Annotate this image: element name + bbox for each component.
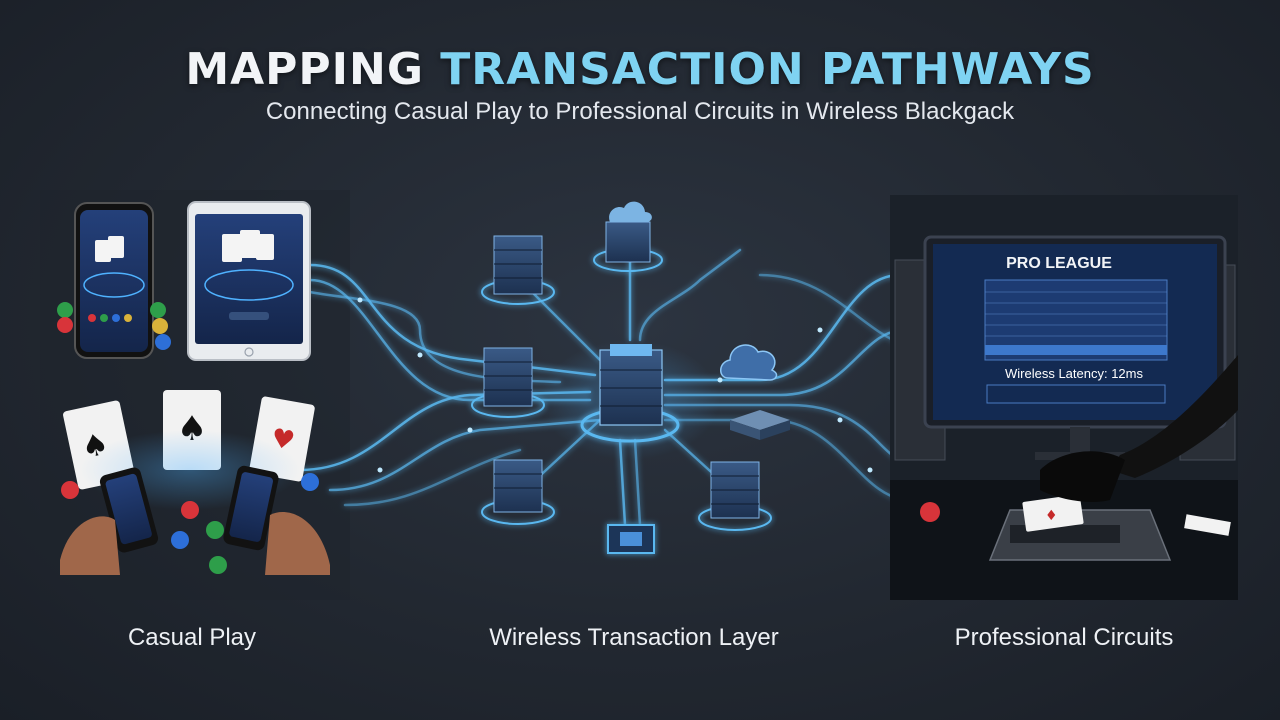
title-part-1: MAPPING: [185, 44, 424, 95]
server-stack-icon: [481, 459, 555, 525]
tablet-icon: [187, 201, 311, 361]
title-part-2: TRANSACTION PATHWAYS: [440, 44, 1095, 95]
caption-wireless-layer: Wireless Transaction Layer: [489, 624, 779, 651]
router-icon: [730, 410, 790, 440]
poker-chip-icon: [57, 302, 171, 350]
page-title: MAPPING TRANSACTION PATHWAYS: [0, 44, 1280, 95]
server-stack-icon: [698, 461, 772, 531]
hands-with-phones-icon: [60, 430, 330, 575]
caption-professional-circuits: Professional Circuits: [954, 624, 1174, 651]
server-stack-icon: [471, 347, 545, 418]
card-shoe-icon: ♦: [988, 494, 1172, 561]
latency-readout: Wireless Latency: 12ms: [1005, 366, 1143, 381]
caption-casual-play: Casual Play: [127, 624, 257, 651]
monitor-icon: [923, 235, 1227, 460]
server-stack-icon: [481, 235, 555, 305]
processor-chip-icon: [607, 524, 655, 554]
svg-text:♦: ♦: [1045, 508, 1058, 524]
pro-league-heading: PRO LEAGUE: [1006, 255, 1112, 272]
gloved-hand-icon: [920, 355, 1238, 536]
central-server-icon: [540, 340, 720, 460]
cloud-icon: [720, 344, 778, 381]
cloud-server-icon: [593, 201, 663, 272]
smartphone-icon: [74, 202, 154, 359]
league-table-rows: [985, 291, 1167, 337]
page-subtitle: Connecting Casual Play to Professional C…: [265, 98, 1015, 125]
